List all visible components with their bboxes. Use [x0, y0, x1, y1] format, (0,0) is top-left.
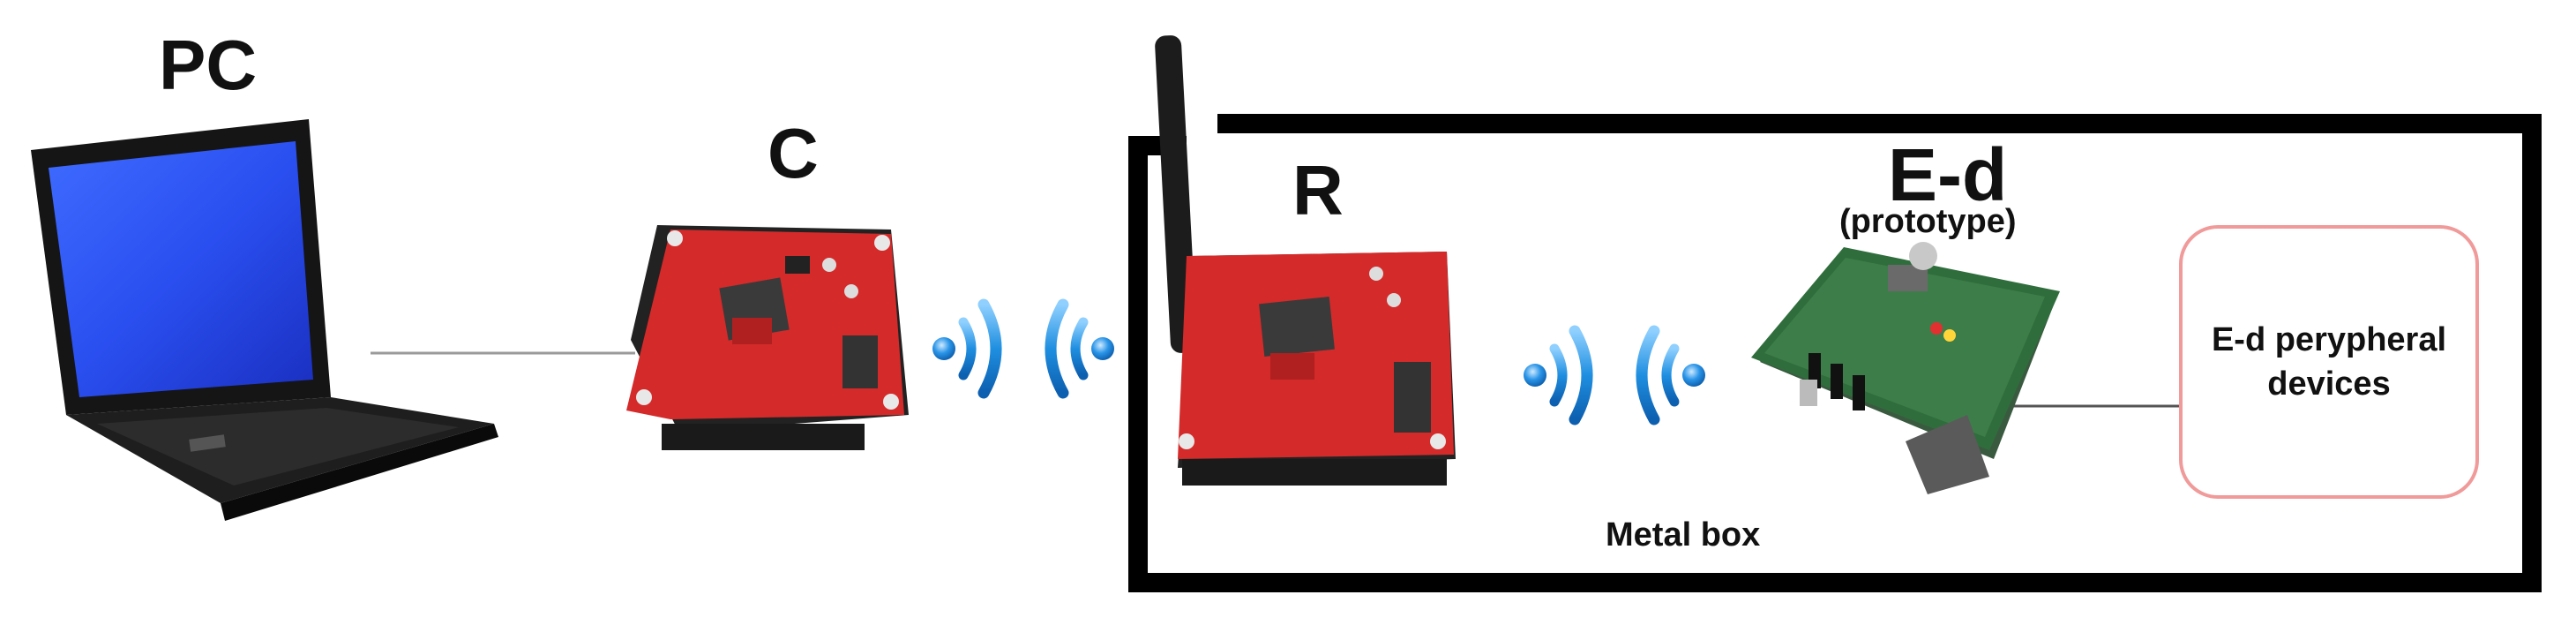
peripheral-devices-label: E-d perypheral devices: [2212, 318, 2446, 406]
peripheral-line-2: devices: [2267, 365, 2391, 403]
router-label: R: [1292, 151, 1344, 230]
green-prototype-board-icon: [1751, 242, 2060, 494]
router-board-icon: [1155, 35, 1456, 486]
end-device-note: (prototype): [1839, 203, 2017, 240]
peripheral-devices-box: E-d perypheral devices: [2179, 225, 2479, 499]
metal-box-label: Metal box: [1606, 516, 1761, 553]
peripheral-line-1: E-d perypheral: [2211, 321, 2447, 358]
wireless-signal-icon: [1524, 325, 1705, 425]
coordinator-board-icon: [626, 225, 909, 450]
pc-label: PC: [159, 26, 258, 104]
wireless-signal-icon: [932, 298, 1114, 399]
coordinator-label: C: [768, 114, 819, 192]
end-device-label: E-d: [1888, 133, 2008, 216]
metal-box-enclosure: [1128, 114, 2542, 592]
laptop-icon: [31, 119, 498, 521]
